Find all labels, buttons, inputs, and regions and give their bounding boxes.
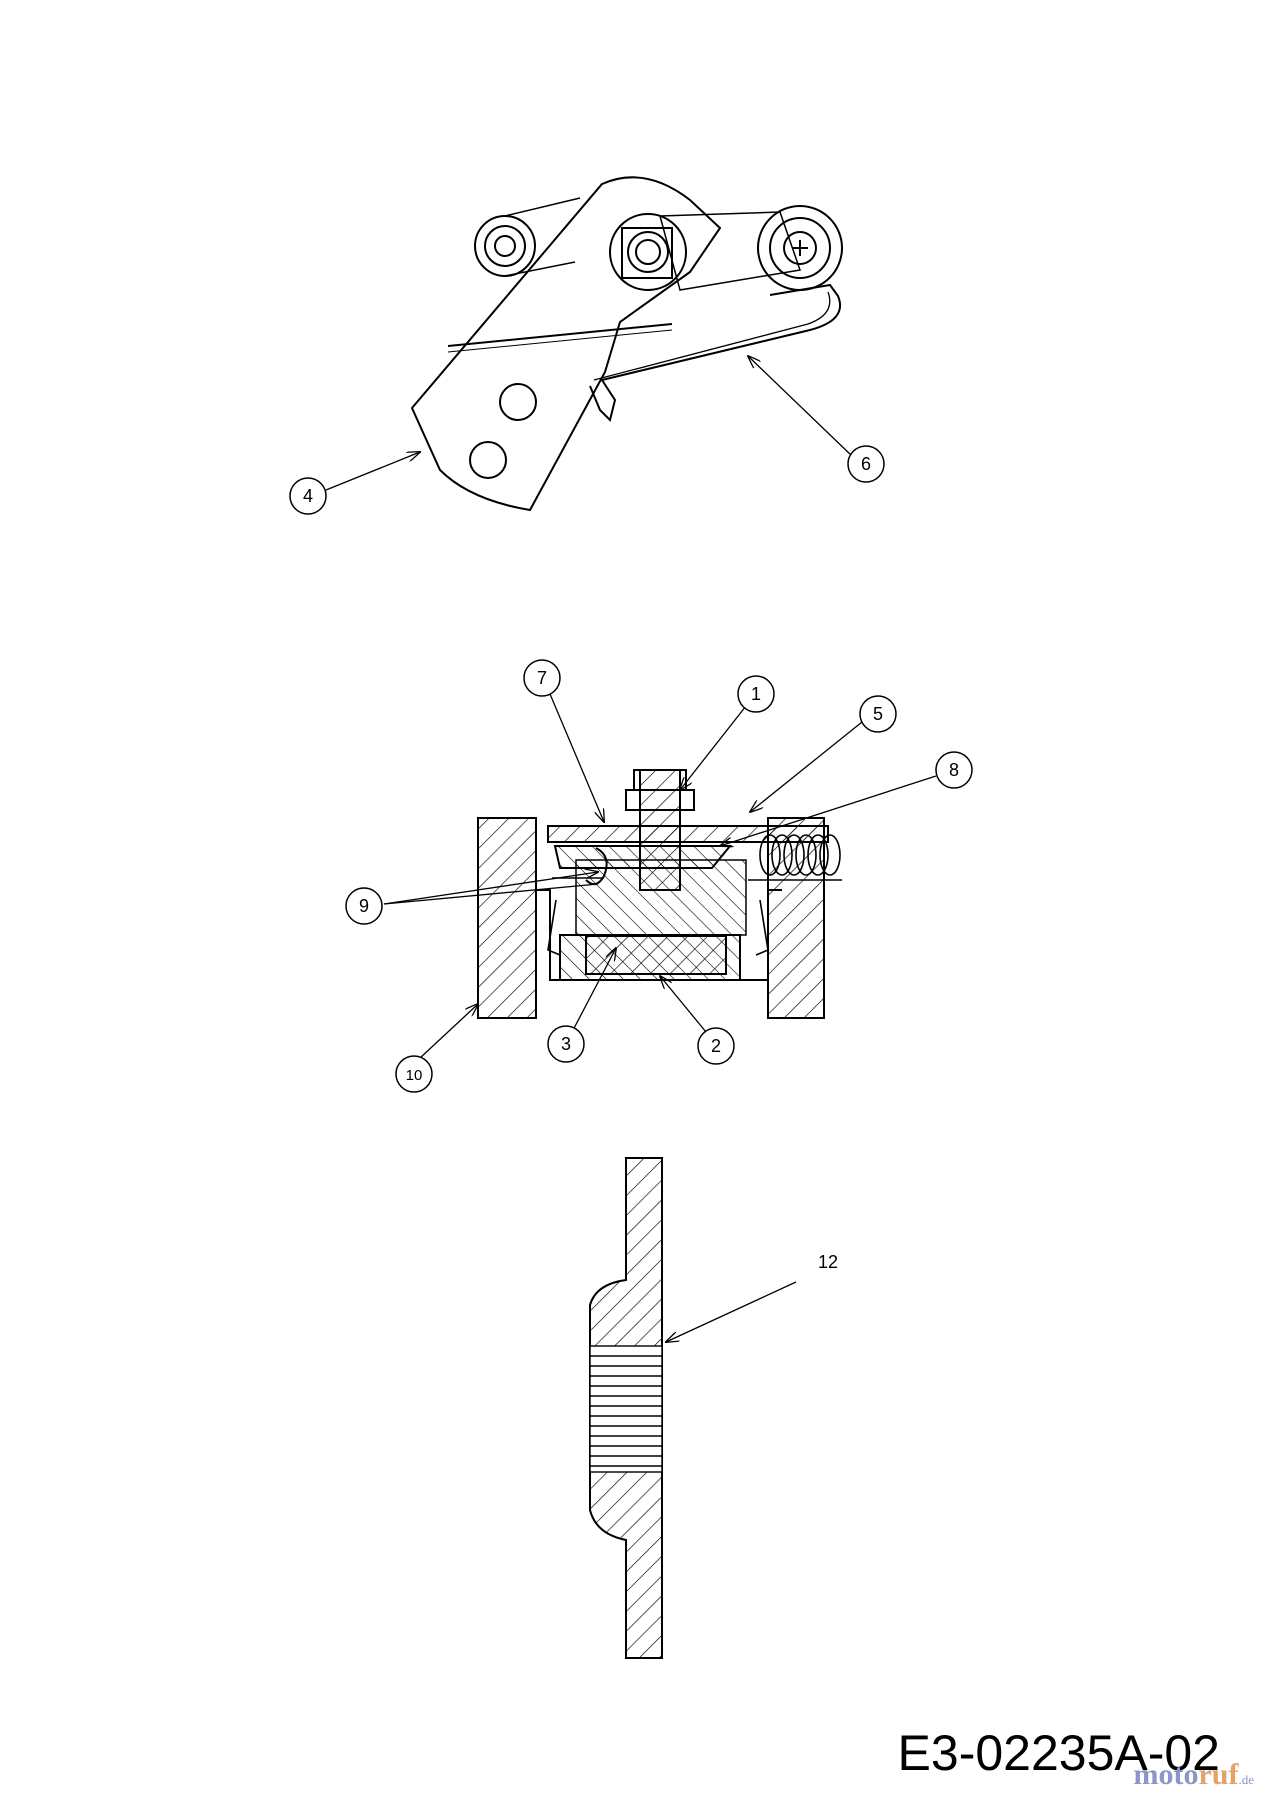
callout-6: 6 [847,445,885,483]
watermark-accent: ruf [1198,1758,1239,1791]
svg-text:2: 2 [711,1036,721,1056]
svg-text:9: 9 [359,896,369,916]
spring-coils [748,834,842,881]
pivot-nut [621,227,673,279]
spline-section [589,1345,663,1473]
bolt-shaft [639,769,681,891]
svg-text:5: 5 [873,704,883,724]
callout-2: 2 [697,1027,735,1065]
callout-1: 1 [737,675,775,713]
svg-text:12: 12 [818,1252,838,1272]
callout-5: 5 [859,695,897,733]
watermark-logo: motoruf.de [1133,1758,1254,1792]
svg-text:1: 1 [751,684,761,704]
svg-text:8: 8 [949,760,959,780]
watermark-main: moto [1133,1758,1199,1791]
shaft-profile-view [589,1157,663,1659]
hub-insert [585,935,727,975]
bracket-plate [410,176,722,512]
svg-text:4: 4 [303,486,313,506]
leader-lines [325,356,937,1342]
pivot-hub [609,213,687,291]
svg-text:6: 6 [861,454,871,474]
spring [589,283,841,422]
callout-4: 4 [289,477,327,515]
svg-text:3: 3 [561,1034,571,1054]
idler-arm-view [410,176,843,512]
mount-hole-upper [499,383,537,421]
callout-7: 7 [523,659,561,697]
top-plate [547,825,829,843]
left-wheel [477,817,537,1019]
mount-hole-lower [469,441,507,479]
callout-9: 9 [345,887,383,925]
watermark-tld: .de [1238,1772,1254,1787]
svg-text:7: 7 [537,668,547,688]
spring-clip [585,847,608,886]
callout-8: 8 [935,751,973,789]
callout-3: 3 [547,1025,585,1063]
drawing-code: E3-02235A-02 [897,1725,1220,1781]
callout-12: 12 [818,1252,838,1272]
section-view [477,769,842,1019]
callout-10: 10 [395,1055,433,1093]
svg-text:10: 10 [406,1067,423,1084]
